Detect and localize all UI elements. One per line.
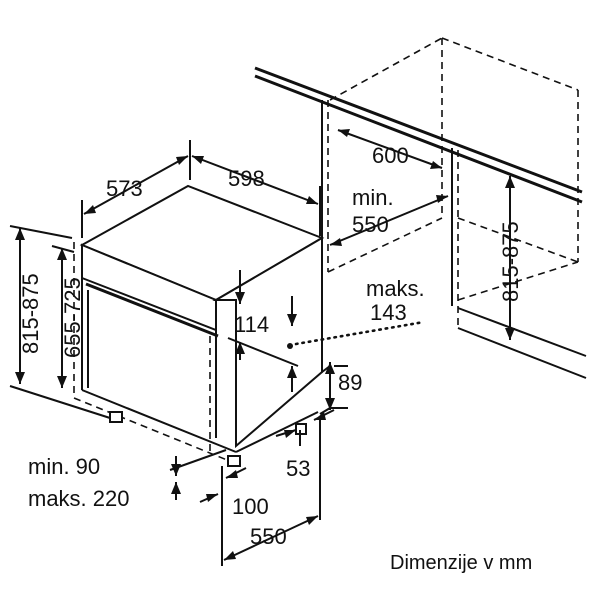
leader-line (294, 320, 426, 346)
arrow-head (325, 398, 335, 410)
arrow-head (176, 156, 188, 165)
niche-floor-back (457, 261, 579, 301)
dim-body-height: 655-725 (51, 245, 85, 388)
arrow-head (505, 328, 515, 340)
niche-depth-line (329, 195, 449, 246)
arrow-head (84, 205, 96, 214)
arrow-head (338, 129, 350, 137)
countertop-front-edge (254, 66, 583, 194)
arrow-head (306, 516, 318, 525)
panel-max-label: maks. (366, 276, 425, 301)
arrow-head (57, 376, 67, 388)
niche-floor-left (327, 217, 443, 273)
width-label: 598 (228, 166, 265, 191)
arrow-head (306, 196, 318, 204)
arrow-head (226, 470, 238, 478)
extension-line (9, 385, 111, 419)
dim-panel-gap: 114 (227, 270, 299, 367)
arrow-head (287, 314, 297, 326)
arrow-head (284, 430, 296, 438)
dim-depth: 573 (81, 140, 191, 238)
door-dashed-bottom (73, 397, 233, 463)
arrow-head (330, 238, 342, 246)
arrow-head (15, 228, 25, 240)
arrow-head (505, 176, 515, 188)
niche-outline (254, 37, 587, 379)
total-height-label: 815-875 (18, 273, 43, 354)
width-line (191, 155, 319, 205)
plinth-height-label: 89 (338, 370, 362, 395)
setback-label: 100 (232, 494, 269, 519)
dim-setback: 100 (199, 466, 269, 566)
extension-line (169, 449, 227, 471)
foot-front-left (109, 411, 123, 423)
floor-line-right-lower (457, 327, 587, 379)
dim-plinth-height: 89 (325, 362, 362, 410)
control-panel-lip (85, 282, 219, 338)
bottom-depth-line (223, 515, 319, 561)
arrow-head (15, 372, 25, 384)
floor-line-right (457, 307, 587, 357)
panel-gap-label: 114 (234, 312, 269, 337)
arrow-head (192, 156, 204, 164)
dim-plinth-depth: 53 (275, 409, 335, 481)
countertop-bottom-edge (254, 74, 583, 204)
dim-width: 598 (191, 155, 321, 236)
dim-toe-kick: min. 90 maks. 220 (28, 449, 227, 511)
body-height-label: 655-725 (60, 277, 85, 358)
toe-kick-min-label: min. 90 (28, 454, 100, 479)
niche-back-top (441, 37, 579, 91)
depth-label: 573 (106, 176, 143, 201)
foot-front-right (227, 455, 241, 467)
depth-line (83, 155, 189, 215)
dim-niche-width: 600 (337, 129, 443, 169)
dim-niche-depth: min. 550 (329, 185, 449, 246)
arrow-head (314, 412, 326, 420)
dim-panel-max: maks. 143 (287, 276, 426, 392)
arrow-head (430, 161, 442, 169)
dim-bottom-depth: 550 (223, 420, 321, 561)
niche-depth-value: 550 (352, 212, 389, 237)
bottom-depth-label: 550 (250, 524, 287, 549)
plinth-depth-label: 53 (286, 456, 310, 481)
arrow-head (325, 362, 335, 374)
arrow-head (171, 482, 181, 494)
dim-niche-height: 815-875 (498, 176, 523, 340)
right-side (212, 236, 323, 449)
front-bottom-edge (81, 389, 237, 453)
arrow-head (235, 292, 245, 304)
niche-depth-min-label: min. (352, 185, 394, 210)
panel-max-value: 143 (370, 300, 407, 325)
niche-width-line (337, 129, 443, 169)
arrow-head (287, 366, 297, 378)
arrow-head (436, 195, 448, 203)
dishwasher-body (73, 184, 331, 467)
arrow-head (57, 248, 67, 260)
dim-total-height: 815-875 (9, 225, 111, 419)
arrow-head (235, 342, 245, 354)
niche-height-label: 815-875 (498, 221, 523, 302)
leader-dot (287, 343, 293, 349)
extension-line (227, 337, 299, 367)
niche-back-top-left (329, 37, 443, 101)
units-caption: Dimenzije v mm (390, 552, 532, 574)
arrow-head (206, 494, 218, 502)
niche-width-label: 600 (372, 143, 409, 168)
niche-back-bottom (457, 217, 579, 263)
arrow-head (224, 551, 236, 560)
side-bottom-edge (235, 411, 319, 453)
toe-kick-max-label: maks. 220 (28, 486, 130, 511)
